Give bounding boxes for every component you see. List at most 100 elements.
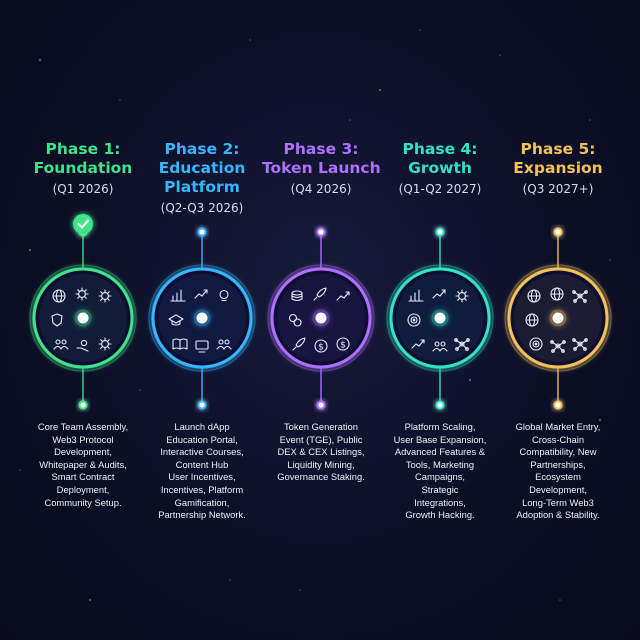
- phase-description-line: Strategic: [421, 483, 459, 495]
- people-icon: [216, 339, 232, 350]
- phase-description-line: Community Setup.: [44, 496, 122, 508]
- network-icon: [572, 290, 588, 303]
- center-node: [196, 312, 208, 324]
- connector-bottom-dot: [553, 400, 563, 410]
- connector-top-dot: [553, 227, 563, 237]
- phase-description-line: Whitepaper & Audits,: [39, 458, 127, 470]
- outer-halo-ring: [148, 264, 256, 372]
- outer-halo-ring: [267, 264, 375, 372]
- phase-period: (Q3 2027+): [522, 182, 594, 196]
- phase-description-line: Education Portal,: [166, 433, 238, 445]
- phase-description-line: Incentives, Platform: [160, 483, 244, 495]
- lightbulb-icon: [219, 289, 229, 302]
- phase-description: Platform Scaling,User Base Expansion,Adv…: [375, 421, 505, 522]
- phase-description-line: Integrations,: [414, 496, 466, 508]
- phase-title: Phase 4:Growth(Q1-Q2 2027): [381, 140, 499, 197]
- phase-title-line: Expansion: [513, 159, 603, 177]
- connector-top-dot: [435, 227, 445, 237]
- phase-description-line: Smart Contract: [51, 471, 115, 483]
- phase-title-line: Phase 2:: [164, 140, 240, 158]
- star-dot: [249, 39, 251, 41]
- phase-column-1: Phase 1:Foundation(Q1 2026)Core Team Ass…: [24, 0, 142, 640]
- phase-description-line: Partnership Network.: [158, 509, 246, 521]
- target-icon: [529, 337, 543, 351]
- phase-description-line: Ecosystem: [535, 471, 581, 483]
- coin-exchange-icon: [288, 313, 302, 327]
- shield-icon: [51, 313, 63, 327]
- connector-bottom-dot: [197, 400, 207, 410]
- phase-description-line: Content Hub: [175, 458, 229, 470]
- star-dot: [88, 598, 92, 602]
- phase-description-line: Launch dApp: [174, 421, 230, 432]
- phase-node-1[interactable]: [29, 214, 137, 410]
- star-dot: [299, 589, 301, 591]
- star-dot: [589, 119, 591, 121]
- center-node: [434, 312, 446, 324]
- growth-chart-icon: [432, 289, 446, 299]
- phase-description-line: Cross-Chain: [531, 433, 585, 445]
- rocket-icon: [292, 337, 306, 351]
- center-node: [77, 312, 89, 324]
- phase-description-line: Core Team Assembly,: [37, 421, 129, 432]
- bar-chart-icon: [170, 289, 186, 302]
- phase-description-line: DEX & CEX Listings,: [277, 446, 365, 458]
- center-node: [552, 312, 564, 324]
- globe-icon: [550, 287, 564, 301]
- phase-title-line: Token Launch: [262, 159, 381, 177]
- star-dot: [419, 29, 421, 31]
- network-icon: [454, 338, 470, 351]
- gear-icon: [98, 289, 112, 303]
- star-dot: [559, 599, 561, 601]
- hand-coin-icon: [76, 339, 89, 352]
- phase-description-line: Deployment,: [56, 483, 110, 495]
- phase-description-line: Long-Term Web3: [522, 496, 594, 508]
- phase-description-line: Development,: [54, 446, 112, 458]
- phase-column-3: Phase 3:Token Launch(Q4 2026)Token Gener…: [262, 0, 381, 640]
- star-dot: [468, 378, 472, 382]
- phase-node-3[interactable]: $$: [267, 227, 375, 410]
- phase-node-4[interactable]: [386, 227, 494, 410]
- phase-column-5: Phase 5:Expansion(Q3 2027+)Global Market…: [499, 0, 617, 640]
- connector-bottom-dot: [435, 400, 445, 410]
- growth-chart-icon: [194, 289, 208, 299]
- coin-stack-icon: [291, 290, 303, 302]
- phase-node-5[interactable]: [504, 227, 612, 410]
- phase-description-line: Tools, Marketing: [405, 458, 475, 470]
- star-dot: [19, 469, 21, 471]
- phase-period: (Q2-Q3 2026): [160, 201, 244, 215]
- bar-chart-icon: [408, 289, 424, 302]
- phase-description-line: Campaigns,: [414, 471, 466, 483]
- phase-description-line: Growth Hacking.: [405, 509, 475, 521]
- settings-hub-icon: [98, 337, 112, 351]
- star-dot: [139, 389, 141, 391]
- phase-description-line: Liquidity Mining,: [287, 458, 355, 470]
- dollar-glyph: $: [318, 343, 324, 353]
- phase-title-line: Education: [158, 159, 246, 177]
- outer-halo-ring: [504, 264, 612, 372]
- phase-node-2[interactable]: [148, 227, 256, 410]
- phase-description-line: Web3 Protocol: [52, 433, 114, 445]
- team-icon: [432, 341, 448, 352]
- globe-network-icon: [525, 313, 539, 327]
- phase-column-4: Phase 4:Growth(Q1-Q2 2027)Platform Scali…: [381, 0, 499, 640]
- gear-icon: [455, 289, 469, 303]
- growth-chart-icon: [411, 339, 425, 349]
- hub-icon: [550, 340, 566, 353]
- phase-description-line: Interactive Courses,: [160, 446, 244, 458]
- gears-icon: [75, 287, 89, 301]
- phase-description-line: Global Market Entry,: [515, 421, 601, 432]
- phase-title-line: Platform: [164, 178, 240, 196]
- check-icon: [73, 214, 93, 234]
- dollar-glyph: $: [340, 341, 346, 351]
- phase-description-line: Token Generation: [283, 421, 358, 432]
- globe-network-icon: [52, 289, 66, 303]
- phase-title-line: Phase 4:: [402, 140, 478, 158]
- phase-title-line: Foundation: [33, 159, 133, 177]
- outer-halo-ring: [29, 264, 137, 372]
- phase-period: (Q4 2026): [290, 182, 352, 196]
